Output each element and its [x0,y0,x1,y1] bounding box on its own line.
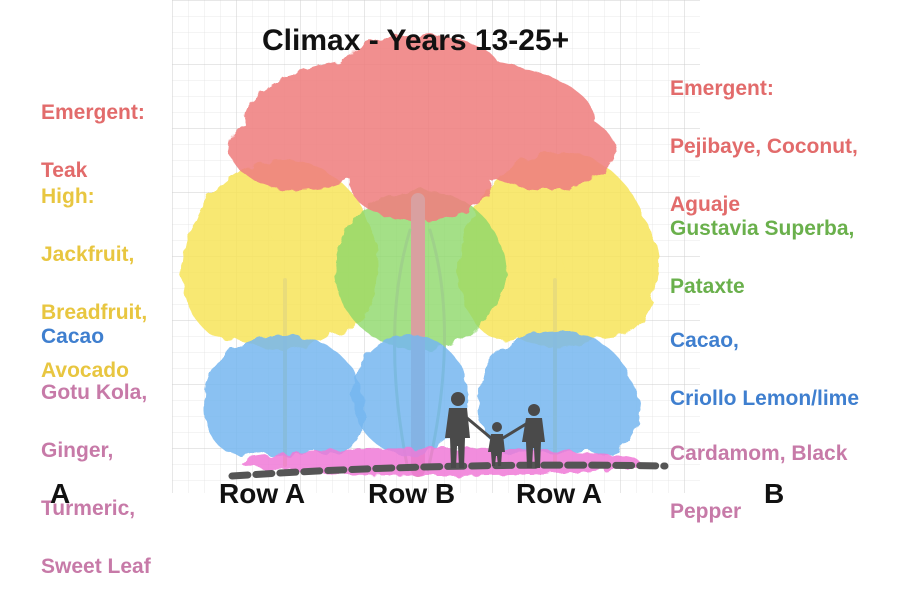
left-label-high-item: Avocado [41,359,129,382]
right-label-emergent-heading: Emergent: [670,77,774,100]
left-label-ground-item: Ginger, [41,439,114,462]
right-label-high-item: Gustavia Superba, [670,217,855,240]
right-label-mid-item: Criollo Lemon/lime [670,387,860,410]
understory-left [204,335,365,455]
left-label-emergent-heading: Emergent: [41,101,145,124]
left-label-emergent: Emergent: Teak [41,69,145,214]
left-label-high-item: Jackfruit, [41,243,135,266]
high-canopy-left [182,160,378,350]
left-label-ground-item: Sweet Leaf [41,555,151,578]
bottom-label-row-a-right: Row A [516,478,603,509]
bottom-label-row-a-left: Row A [219,478,306,509]
right-label-ground: Cardamom, Black Pepper [670,410,847,555]
forest-layers-illustration [182,35,669,480]
bottom-label-a: A [50,478,71,509]
emergent-canopy [230,35,615,220]
ground-line [228,461,669,480]
bottom-label-row-b: Row B [368,478,456,509]
left-label-high-heading: High: [41,185,95,208]
left-label-ground-item: Gotu Kola, [41,381,148,404]
right-label-ground-item: Cardamom, Black [670,442,848,465]
left-label-emergent-item: Teak [41,159,88,182]
left-label-ground-item: Turmeric, [41,497,136,520]
right-label-emergent-item: Pejibaye, Coconut, [670,135,858,158]
bottom-label-b: B [764,478,785,509]
left-label-mid: Cacao [41,293,104,380]
left-label-mid-item: Cacao [41,325,105,348]
page-title: Climax - Years 13-25+ [262,24,570,57]
right-label-mid-item: Cacao, [670,329,739,352]
right-label-high: Gustavia Superba, Pataxte [670,185,854,330]
understory-center [352,335,468,455]
right-label-emergent: Emergent: Pejibaye, Coconut, Aguaje [670,45,858,248]
left-label-high-item: Breadfruit, [41,301,148,324]
family-silhouette-icon [445,392,545,468]
right-label-mid: Cacao, Criollo Lemon/lime [670,297,859,442]
right-label-ground-item: Pepper [670,500,742,523]
right-label-high-item: Pataxte [670,275,745,298]
right-label-emergent-item: Aguaje [670,193,741,216]
left-label-high: High: Jackfruit, Breadfruit, Avocado [41,153,147,414]
